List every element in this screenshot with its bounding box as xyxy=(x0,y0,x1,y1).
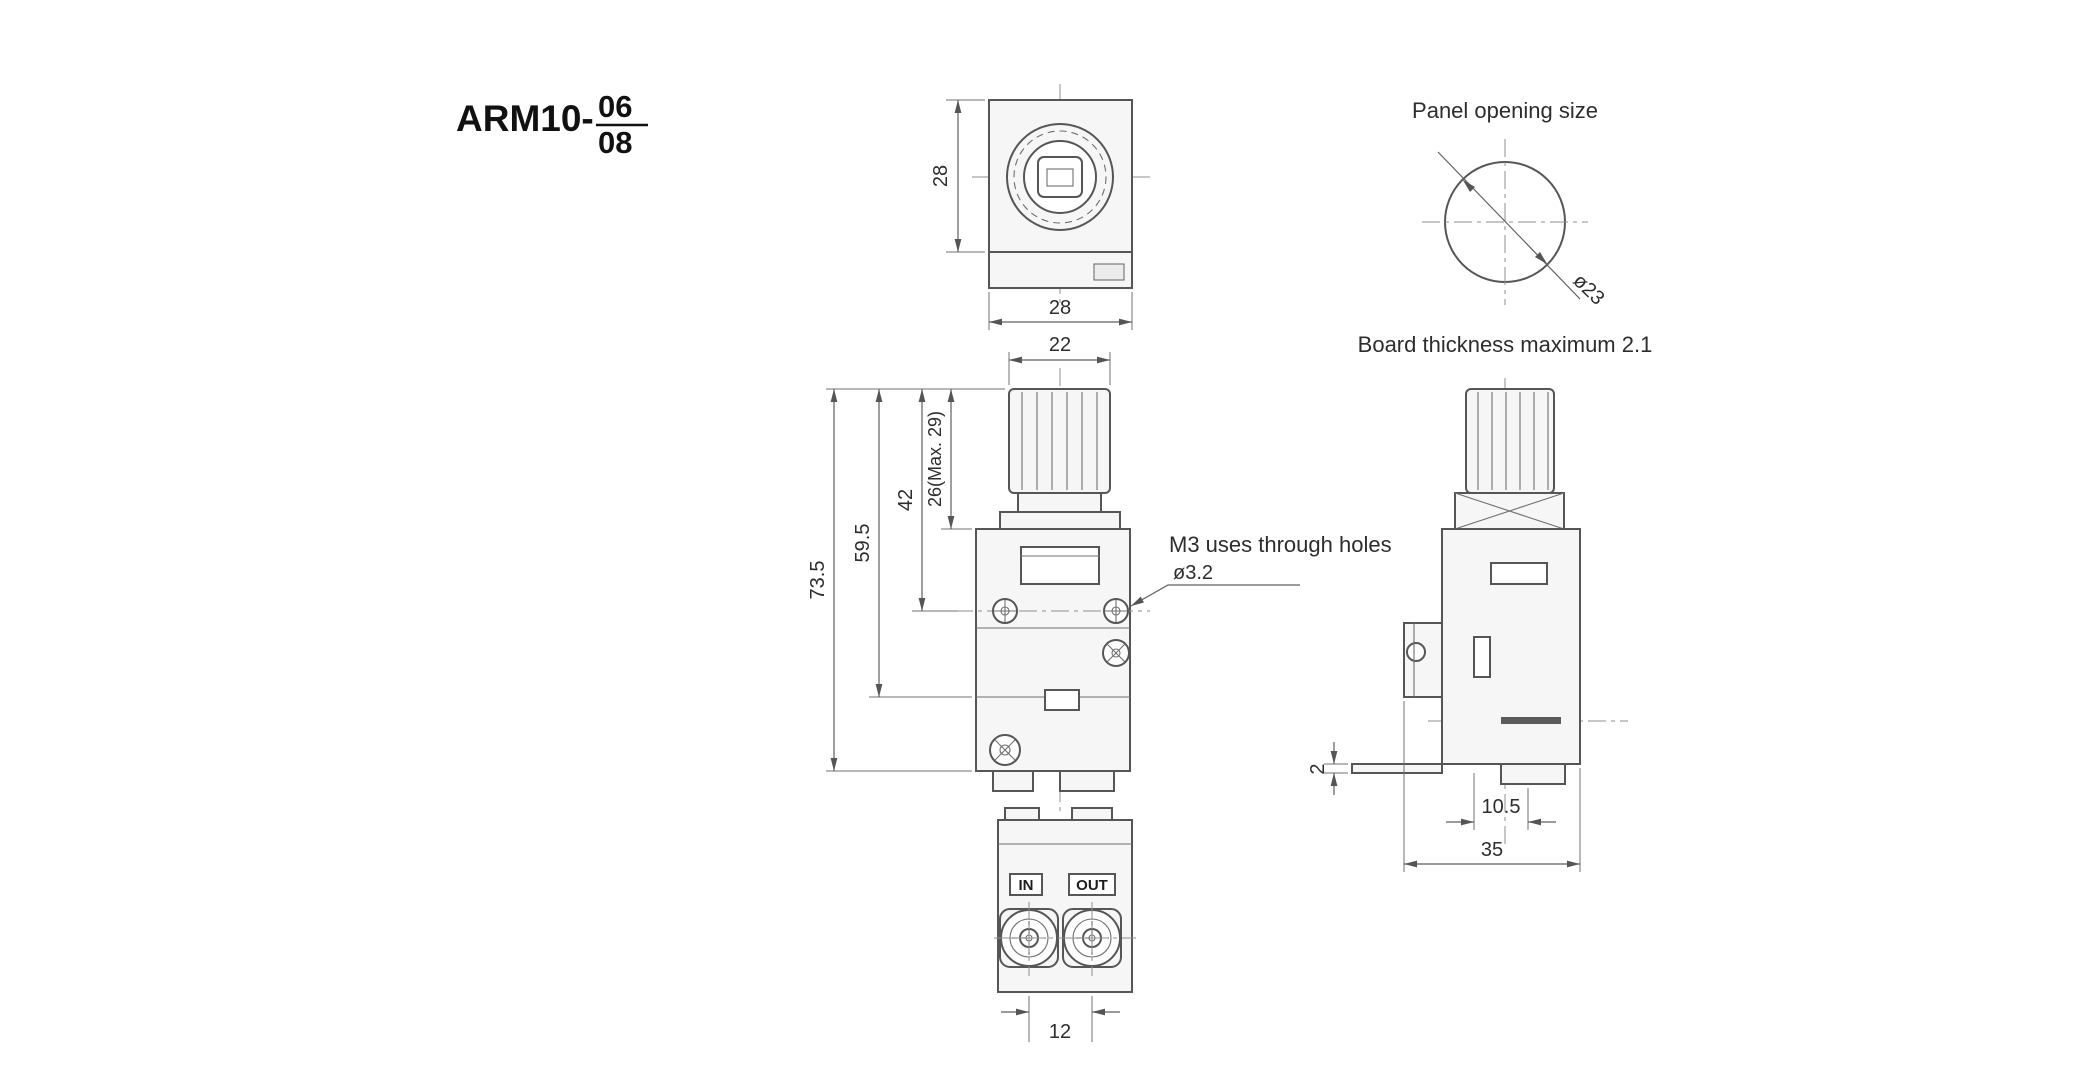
dim-label-panel-dia: ø23 xyxy=(1569,270,1609,310)
side-view: 2 10.5 35 xyxy=(1307,378,1628,872)
dim-label-2: 2 xyxy=(1307,763,1329,774)
side-bracket xyxy=(1403,622,1443,698)
dim-top-view-height: 28 xyxy=(930,99,985,253)
dim-label-35: 35 xyxy=(1481,839,1503,861)
front-top-flange xyxy=(999,511,1121,530)
side-knob xyxy=(1465,388,1555,494)
port-label-out: OUT xyxy=(1076,877,1108,894)
bottom-view: IN OUT 12 xyxy=(994,807,1136,1043)
dim-label-12: 12 xyxy=(1049,1021,1071,1043)
front-screw-mid xyxy=(1102,639,1130,667)
dim-label-10-5: 10.5 xyxy=(1482,796,1521,818)
dim-label-28-vertical: 28 xyxy=(930,165,952,187)
dim-front-knob-width: 22 xyxy=(1008,334,1111,385)
dim-front-left-stack: 73.5 59.5 42 26(Max. 29) xyxy=(807,388,1005,772)
front-foot-right xyxy=(1059,770,1115,792)
front-view: 22 73.5 59.5 42 26(Max. 29) M3 uses thro… xyxy=(807,334,1392,815)
side-base-plate xyxy=(1351,763,1443,774)
dim-bottom-port-pitch: 12 xyxy=(1001,996,1120,1043)
front-port-window xyxy=(1044,689,1080,711)
title-block: ARM10- 06 08 xyxy=(456,89,648,160)
dim-side-plate-thickness: 2 xyxy=(1307,742,1348,795)
port-label-in-box xyxy=(1009,873,1043,896)
panel-opening-view: Panel opening size ø23 xyxy=(1412,98,1609,310)
front-knob-knurling xyxy=(1021,392,1098,490)
top-view: 28 28 xyxy=(930,84,1150,330)
m3-leader-line xyxy=(1130,584,1300,607)
front-knob-neck xyxy=(1017,492,1102,513)
dim-label-73-5: 73.5 xyxy=(807,561,829,600)
front-foot-left xyxy=(992,770,1034,792)
model-size-06-label: 06 xyxy=(598,89,632,124)
board-thickness-note: Board thickness maximum 2.1 xyxy=(1358,332,1653,357)
front-mount-hole-right xyxy=(1103,598,1129,624)
front-knob xyxy=(1008,388,1111,494)
side-foot xyxy=(1500,763,1566,785)
side-window xyxy=(1490,562,1548,585)
dim-label-42: 42 xyxy=(895,489,917,511)
dim-label-59-5: 59.5 xyxy=(852,524,874,563)
m3-dia-label: ø3.2 xyxy=(1173,562,1213,584)
m3-through-hole-callout: M3 uses through holes ø3.2 xyxy=(1130,532,1392,607)
port-label-in: IN xyxy=(1019,877,1034,894)
top-view-knob-knurl xyxy=(1013,130,1107,224)
dim-side-depth: 35 xyxy=(1403,701,1581,872)
dim-label-22: 22 xyxy=(1049,334,1071,356)
dim-label-26-max-29: 26(Max. 29) xyxy=(925,411,945,507)
side-knob-knurling xyxy=(1477,392,1549,490)
dim-top-view-width: 28 xyxy=(988,292,1133,330)
model-series-label: ARM10- xyxy=(456,98,594,139)
front-window xyxy=(1020,546,1100,585)
port-label-out-box xyxy=(1068,873,1116,896)
side-slot xyxy=(1501,717,1561,724)
front-mount-hole-left xyxy=(992,598,1018,624)
front-screw-bottom-left xyxy=(989,734,1021,766)
panel-dia-line xyxy=(1437,151,1581,300)
model-size-08-label: 08 xyxy=(598,125,632,160)
panel-opening-label: Panel opening size xyxy=(1412,98,1598,123)
dim-label-28-horizontal: 28 xyxy=(1049,297,1071,319)
dim-side-offset: 10.5 xyxy=(1446,773,1556,830)
m3-note-label: M3 uses through holes xyxy=(1169,532,1392,557)
